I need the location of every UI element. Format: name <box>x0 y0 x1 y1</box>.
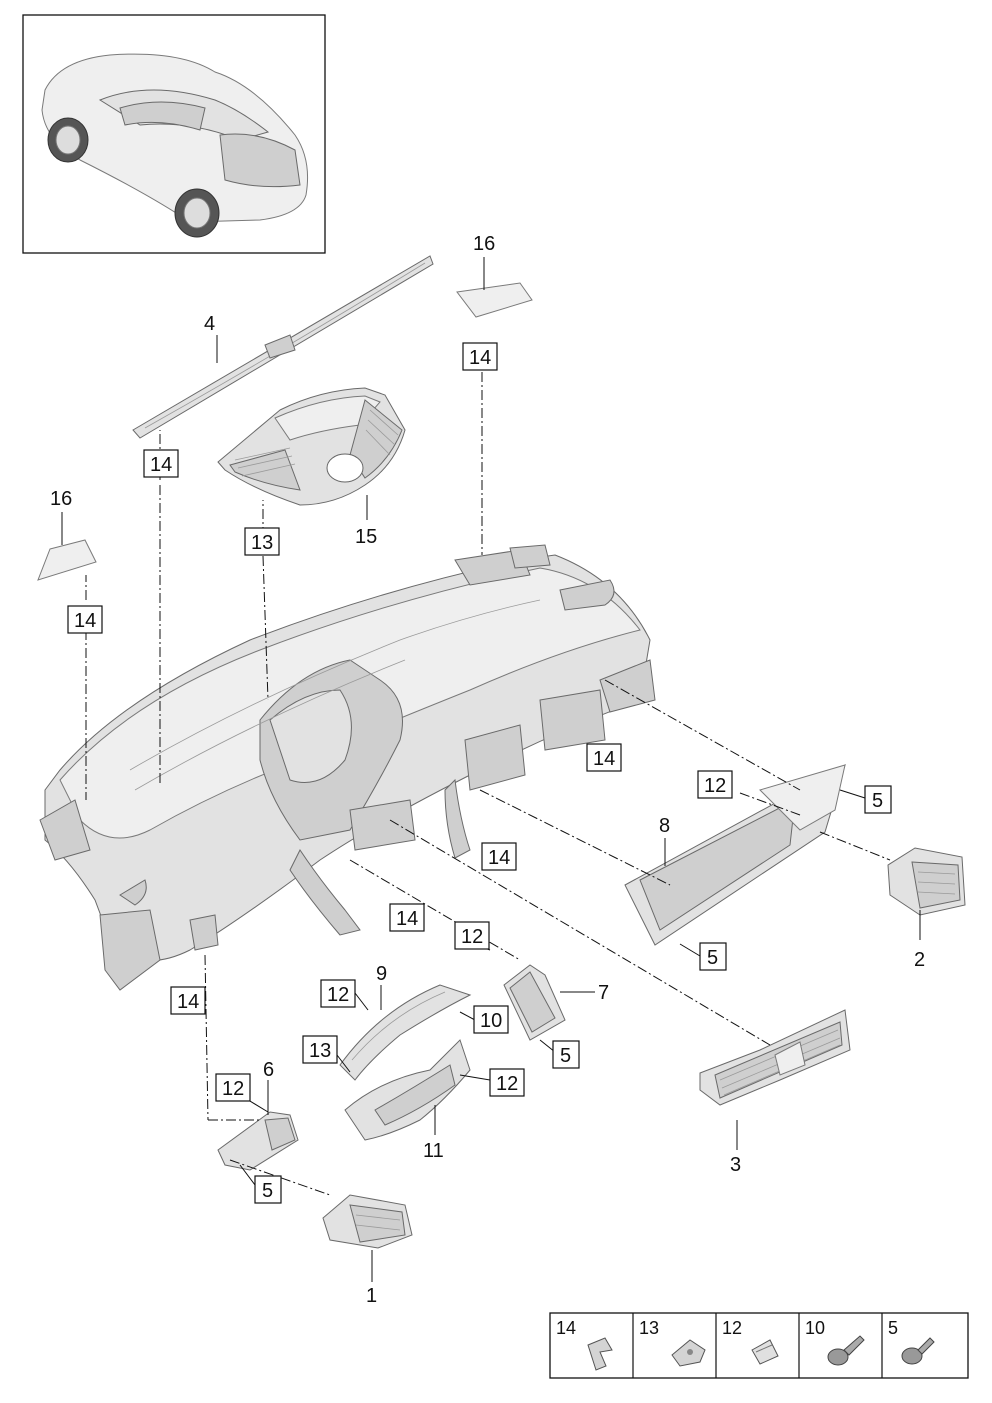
retaining-clip-icon <box>587 1337 613 1371</box>
box-14-top: 14 <box>462 342 498 371</box>
side-trim-panel <box>503 964 566 1041</box>
svg-text:10: 10 <box>805 1318 825 1338</box>
callout-16-left: 16 <box>50 488 72 510</box>
box-5-panel: 5 <box>552 1040 580 1069</box>
glovebox-lid <box>624 763 846 946</box>
defroster-vent-strip <box>132 255 434 439</box>
instrument-cluster-cover <box>217 387 406 506</box>
svg-text:14: 14 <box>177 991 199 1013</box>
legend-cell-14: 14 <box>556 1318 613 1371</box>
left-side-air-vent <box>322 1194 413 1249</box>
upper-trim-strip <box>339 984 472 1081</box>
svg-text:12: 12 <box>496 1073 518 1095</box>
box-12-glovebox: 12 <box>697 770 733 799</box>
insulation-pad-left <box>37 539 97 581</box>
svg-text:5: 5 <box>707 947 718 969</box>
box-13-cover: 13 <box>244 527 280 556</box>
box-14-left: 14 <box>67 605 103 634</box>
right-side-air-vent <box>887 847 966 916</box>
svg-text:5: 5 <box>560 1045 571 1067</box>
legend-cell-13: 13 <box>639 1318 706 1367</box>
svg-text:10: 10 <box>480 1010 502 1032</box>
hardware-legend: 14 13 12 10 5 <box>549 1312 969 1379</box>
tapping-screw-icon <box>901 1337 935 1365</box>
svg-text:12: 12 <box>327 984 349 1006</box>
suv-thumbnail-icon <box>41 53 309 238</box>
callout-11: 11 <box>423 1140 444 1162</box>
svg-text:12: 12 <box>722 1318 742 1338</box>
svg-text:14: 14 <box>469 347 491 369</box>
callout-16-top: 16 <box>473 233 495 255</box>
box-5-glovebox-bottom: 5 <box>699 942 727 971</box>
box-5-glovebox-top: 5 <box>864 785 892 814</box>
svg-text:12: 12 <box>461 926 483 948</box>
callout-4: 4 <box>204 313 215 335</box>
center-air-vent <box>699 1009 851 1106</box>
vehicle-thumbnail <box>22 14 326 254</box>
svg-text:5: 5 <box>872 790 883 812</box>
box-12-center: 12 <box>454 921 490 950</box>
svg-text:14: 14 <box>488 847 510 869</box>
svg-text:12: 12 <box>222 1078 244 1100</box>
boxed-callouts: 14 14 13 14 14 12 5 14 14 12 5 14 12 10 … <box>67 342 892 1204</box>
box-12-bracket: 12 <box>215 1073 251 1102</box>
box-14-lower: 14 <box>389 903 425 932</box>
callout-1: 1 <box>366 1285 377 1307</box>
callout-8: 8 <box>659 815 670 837</box>
callout-15: 15 <box>355 526 377 548</box>
svg-text:14: 14 <box>150 454 172 476</box>
spring-clip-icon <box>671 1339 706 1367</box>
legend-cell-5: 5 <box>888 1318 935 1365</box>
svg-text:14: 14 <box>556 1318 576 1338</box>
vent-bracket <box>217 1111 299 1171</box>
callout-3: 3 <box>730 1154 741 1176</box>
screw-icon <box>827 1335 865 1366</box>
callout-9: 9 <box>376 963 387 985</box>
box-12-trim: 12 <box>320 979 356 1008</box>
part-numbers: 16 4 16 15 8 2 9 7 6 11 3 1 <box>50 233 925 1307</box>
legend-cell-12: 12 <box>722 1318 779 1365</box>
svg-text:13: 13 <box>309 1040 331 1062</box>
dashboard-carrier <box>39 544 656 991</box>
box-14-center: 14 <box>481 842 517 871</box>
svg-text:12: 12 <box>704 775 726 797</box>
box-14-strip: 14 <box>143 449 179 478</box>
lower-trim-carrier <box>344 1039 471 1141</box>
insulation-pad-top <box>456 282 533 318</box>
svg-text:13: 13 <box>251 532 273 554</box>
speed-nut-icon <box>751 1339 779 1365</box>
svg-text:14: 14 <box>593 748 615 770</box>
box-14-mid: 14 <box>586 743 622 772</box>
callout-6: 6 <box>263 1059 274 1081</box>
callout-2: 2 <box>914 949 925 971</box>
svg-text:5: 5 <box>888 1318 898 1338</box>
box-12-lower-trim: 12 <box>489 1068 525 1097</box>
svg-text:5: 5 <box>262 1180 273 1202</box>
svg-text:13: 13 <box>639 1318 659 1338</box>
box-13-trim: 13 <box>302 1035 338 1064</box>
box-5-bracket: 5 <box>254 1175 282 1204</box>
svg-text:14: 14 <box>396 908 418 930</box>
box-14-bottom-left: 14 <box>170 986 206 1015</box>
svg-text:14: 14 <box>74 610 96 632</box>
legend-cell-10: 10 <box>805 1318 865 1366</box>
callout-7: 7 <box>598 982 609 1004</box>
box-10: 10 <box>473 1005 509 1034</box>
